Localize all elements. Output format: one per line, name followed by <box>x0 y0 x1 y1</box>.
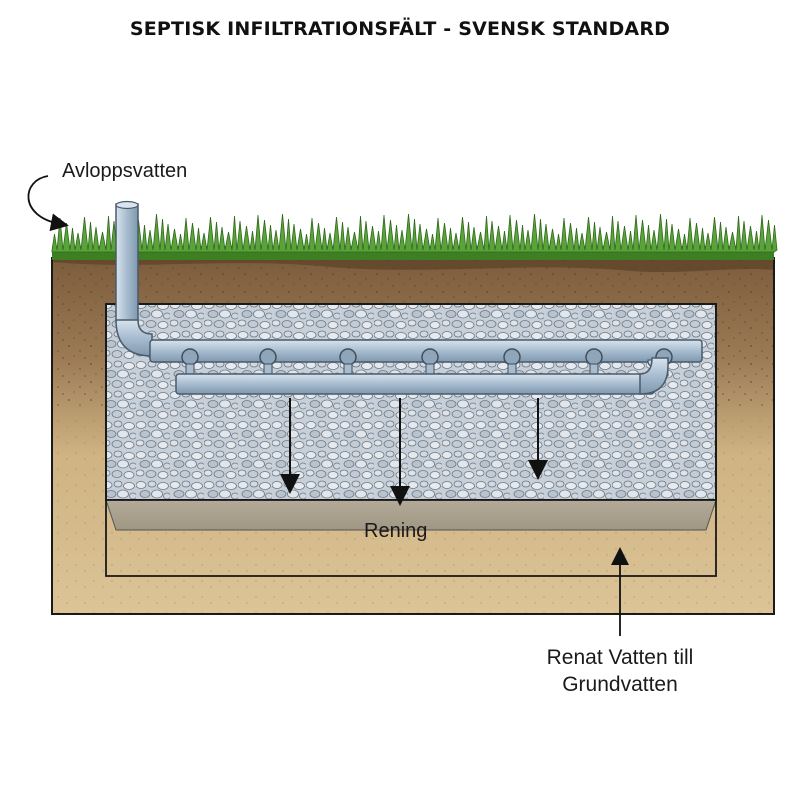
pipe-fitting-2 <box>259 348 277 366</box>
diagram-title: SEPTISK INFILTRATIONSFÄLT - SVENSK STAND… <box>129 18 671 40</box>
pipe-fitting-3 <box>339 348 357 366</box>
distribution-pipe-upper <box>149 339 703 377</box>
gravel-trench <box>105 303 717 501</box>
pipe-fitting-6 <box>585 348 603 366</box>
outlet-label-line1: Renat Vatten till <box>546 646 694 669</box>
pipe-fitting-4 <box>421 348 439 366</box>
inlet-label: Avloppsvatten <box>62 160 188 182</box>
grass-layer <box>51 213 778 260</box>
treatment-label: Rening <box>364 520 428 542</box>
inlet-callout-arrow <box>27 175 69 232</box>
distribution-pipe-lower <box>175 357 669 395</box>
outlet-label: Renat Vatten till Grundvatten <box>520 644 720 698</box>
treatment-layer <box>105 499 717 577</box>
pipe-fitting-1 <box>181 348 199 366</box>
inlet-pipe <box>115 200 153 357</box>
pipe-fitting-5 <box>503 348 521 366</box>
flow-arrows <box>280 398 548 506</box>
outlet-label-line2: Grundvatten <box>562 673 678 696</box>
